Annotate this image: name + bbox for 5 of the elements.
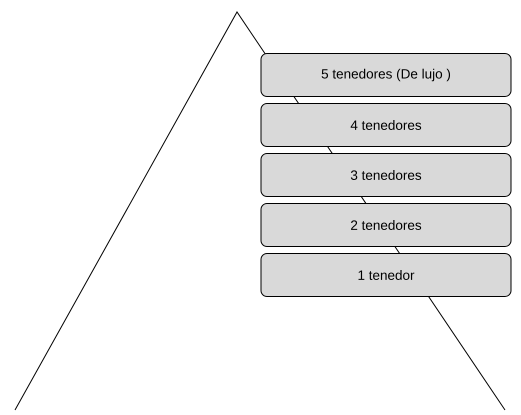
- level-box: 5 tenedores (De lujo ): [260, 53, 512, 97]
- level-box: 3 tenedores: [260, 153, 512, 197]
- level-box: 2 tenedores: [260, 203, 512, 247]
- level-box: 1 tenedor: [260, 253, 512, 297]
- level-box: 4 tenedores: [260, 103, 512, 147]
